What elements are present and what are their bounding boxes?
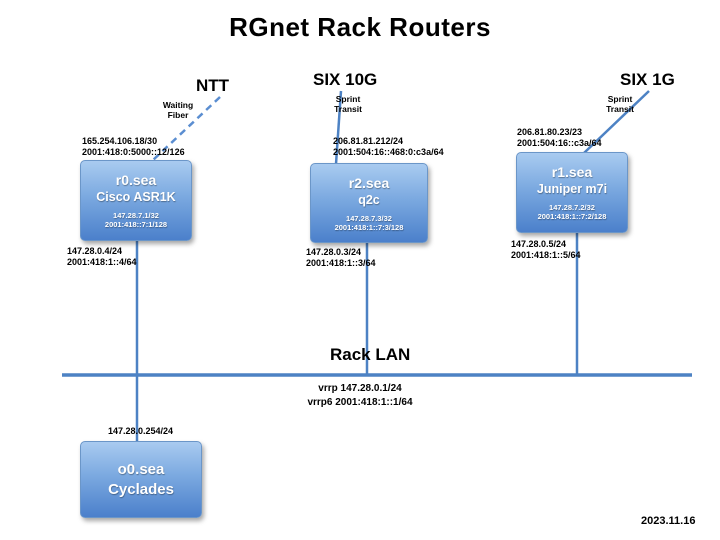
r2-uplink-ipv6: 2001:504:16::468:0:c3a/64	[333, 146, 444, 157]
router-r0-name: r0.sea	[115, 172, 157, 188]
vrrp-addresses: vrrp 147.28.0.1/24 vrrp6 2001:418:1::1/6…	[260, 382, 460, 409]
sprint-line1: Sprint	[335, 94, 361, 104]
sprint-line2: Sprint	[607, 94, 633, 104]
sprint-transit-note-six1g: Sprint Transit	[598, 94, 642, 114]
r1-uplink-addresses: 206.81.80.23/23 2001:504:16::c3a/64	[517, 127, 602, 148]
router-r1-name: r1.sea	[551, 164, 593, 180]
r1-lan-addresses: 147.28.0.5/24 2001:418:1::5/64	[511, 239, 581, 260]
r2-lan-ipv4: 147.28.0.3/24	[306, 247, 362, 257]
router-r1-loopback6: 2001:418:1::7:2/128	[537, 212, 607, 221]
six-1g-label: SIX 1G	[620, 70, 675, 89]
router-r2-model: q2c	[358, 192, 380, 207]
router-r1-loopback4: 147.28.7.2/32	[549, 203, 595, 212]
r1-lan-ipv4: 147.28.0.5/24	[511, 239, 567, 249]
r2-lan-ipv6: 2001:418:1::3/64	[306, 257, 376, 268]
rack-lan-label: Rack LAN	[330, 345, 411, 364]
r2-uplink-addresses: 206.81.81.212/24 2001:504:16::468:0:c3a/…	[333, 136, 444, 157]
waiting-fiber-line2: Fiber	[167, 110, 189, 120]
router-r2-loopback6: 2001:418:1::7:3/128	[334, 222, 404, 232]
diagram-title: RGnet Rack Routers	[229, 12, 491, 42]
console-o0-box: o0.sea Cyclades	[80, 441, 202, 518]
console-o0-name: o0.sea	[117, 460, 165, 478]
r0-lan-addresses: 147.28.0.4/24 2001:418:1::4/64	[67, 246, 137, 267]
waiting-fiber-note: Waiting Fiber	[156, 100, 200, 120]
transit-line2: Transit	[606, 104, 634, 114]
r0-lan-ipv6: 2001:418:1::4/64	[67, 256, 137, 267]
ntt-label: NTT	[196, 76, 230, 95]
router-r2-box: r2.sea q2c 147.28.7.3/32 2001:418:1::7:3…	[310, 163, 428, 243]
link-ntt-r0	[151, 96, 221, 162]
r2-uplink-ipv4: 206.81.81.212/24	[333, 136, 404, 146]
transit-line1: Transit	[334, 104, 362, 114]
console-o0-model: Cyclades	[108, 480, 174, 498]
router-r0-box: r0.sea Cisco ASR1K 147.28.7.1/32 2001:41…	[80, 160, 192, 241]
sprint-transit-note-six10g: Sprint Transit	[326, 94, 370, 114]
diagram-date: 2023.11.16	[641, 515, 696, 527]
r0-uplink-ipv4: 165.254.106.18/30	[82, 136, 158, 146]
router-r0-loopback4: 147.28.7.1/32	[113, 211, 159, 220]
r0-uplink-addresses: 165.254.106.18/30 2001:418:0:5000::12/12…	[82, 136, 185, 157]
router-r1-box: r1.sea Juniper m7i 147.28.7.2/32 2001:41…	[516, 152, 628, 233]
r1-uplink-ipv4: 206.81.80.23/23	[517, 127, 583, 137]
vrrp-ipv6: vrrp6 2001:418:1::1/64	[307, 396, 413, 408]
r0-lan-ipv4: 147.28.0.4/24	[67, 246, 123, 256]
r1-lan-ipv6: 2001:418:1::5/64	[511, 249, 581, 260]
vrrp-ipv4: vrrp 147.28.0.1/24	[318, 383, 402, 394]
router-r0-loopback6: 2001:418::7:1/128	[104, 220, 168, 229]
o0-lan-address: 147.28.0.254/24	[108, 426, 174, 436]
router-r2-loopback4: 147.28.7.3/32	[346, 213, 392, 223]
router-r2-name: r2.sea	[348, 174, 390, 191]
waiting-fiber-line1: Waiting	[162, 100, 194, 110]
router-r1-model: Juniper m7i	[536, 182, 608, 196]
r2-lan-addresses: 147.28.0.3/24 2001:418:1::3/64	[306, 247, 376, 268]
r1-uplink-ipv6: 2001:504:16::c3a/64	[517, 137, 602, 148]
r0-uplink-ipv6: 2001:418:0:5000::12/126	[82, 146, 185, 157]
link-six10g-r2	[334, 90, 343, 165]
router-r0-model: Cisco ASR1K	[96, 190, 176, 204]
six-10g-label: SIX 10G	[313, 70, 378, 89]
link-six1g-r1	[583, 90, 650, 154]
